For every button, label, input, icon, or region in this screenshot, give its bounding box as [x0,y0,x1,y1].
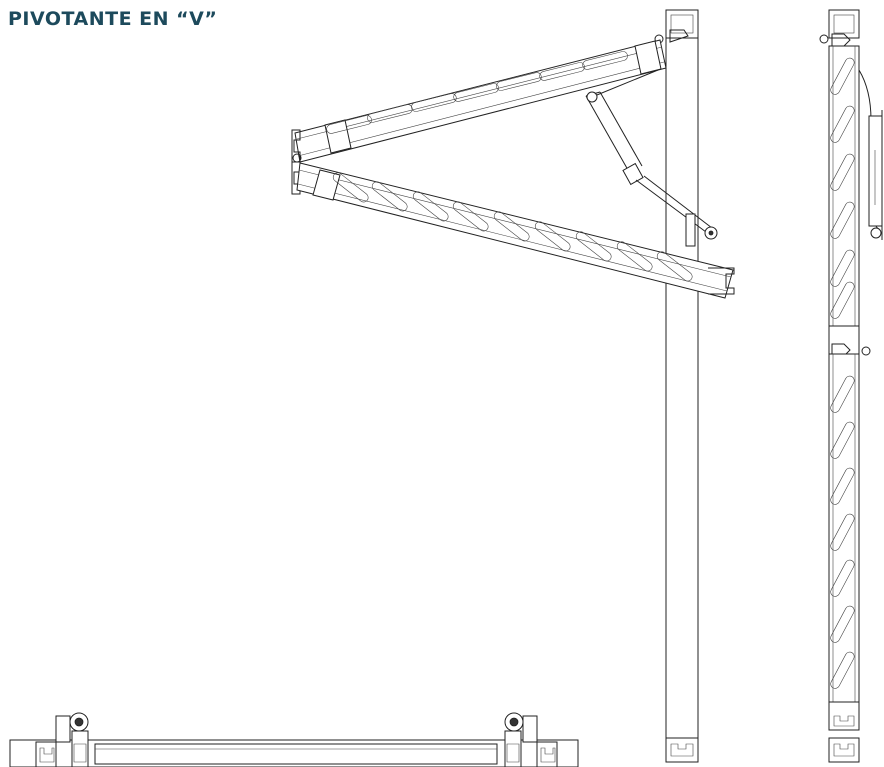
actuator [585,69,718,247]
top-view [9,712,579,767]
right-bracket [504,712,558,767]
upper-blade [294,39,667,163]
left-bracket [35,712,89,767]
lower-blade [296,162,735,299]
post [665,9,699,763]
folded-actuator [858,69,883,240]
side-view-open-v [291,9,735,763]
side-view-folded [819,9,883,763]
page-title: PIVOTANTE EN “V” [8,8,218,30]
